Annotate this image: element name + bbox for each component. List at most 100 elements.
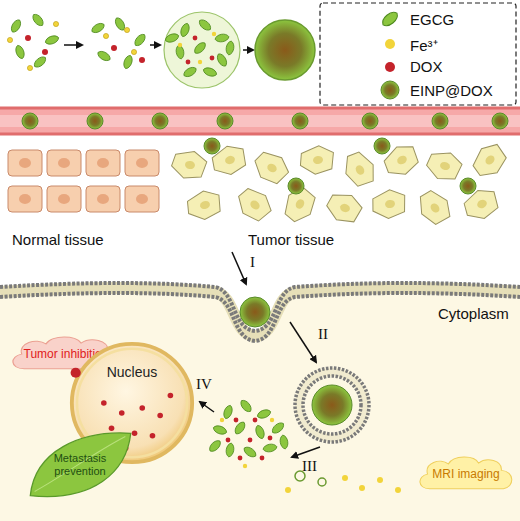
- legend-particle-sample: [381, 81, 399, 99]
- released-iron: [359, 485, 365, 491]
- blood-vessel: [0, 107, 520, 110]
- tumor-cells: [424, 148, 464, 184]
- tumor-cells: [467, 139, 511, 183]
- legend-leaf-sample: [380, 9, 400, 28]
- raw-components: [32, 55, 48, 70]
- released-iron: [318, 478, 326, 486]
- process-arrow: [150, 44, 160, 46]
- disassembled-particle: [207, 438, 222, 453]
- tumor-cells: [232, 183, 276, 226]
- raw-components: [7, 12, 59, 70]
- step-number: III: [302, 458, 317, 475]
- assembling-components: [139, 57, 145, 63]
- raw-components: [44, 34, 60, 46]
- assembling-components: [124, 27, 129, 32]
- legend-text: EGCG: [410, 11, 454, 28]
- tumor-cells: [460, 178, 476, 194]
- blood-vessel: [362, 113, 378, 129]
- disassembled-particle: [256, 408, 272, 420]
- assembled-sphere: [202, 66, 218, 78]
- assembled-sphere: [215, 52, 228, 68]
- endosome: [295, 368, 369, 442]
- disassembled-particle: [260, 456, 265, 461]
- step-number: IV: [196, 376, 212, 393]
- endosome: [303, 376, 361, 434]
- tumor-cells: [204, 138, 220, 154]
- legend-particle-sample: [381, 81, 399, 99]
- cell-membrane: [0, 283, 520, 341]
- leaf-shape: Metastasis prevention: [26, 428, 134, 502]
- disassembled-particle: [243, 464, 247, 468]
- blood-vessel: [152, 113, 168, 129]
- step-arrow: [200, 402, 214, 412]
- endocytosed-particle: [240, 297, 270, 327]
- normal-cells: [86, 150, 120, 176]
- raw-components: [25, 35, 31, 41]
- legend-swatch: [385, 62, 395, 72]
- node-text: MRI imaging: [432, 468, 499, 482]
- assembled-sphere: [164, 12, 240, 88]
- legend-swatch: [385, 39, 395, 49]
- cytoplasm: [0, 288, 520, 521]
- endocytosed-particle: [240, 297, 270, 327]
- step-arrow: [232, 252, 246, 284]
- assembled-sphere: [212, 32, 216, 36]
- blood-vessel: [0, 133, 520, 136]
- blood-vessel: [22, 113, 38, 129]
- released-iron: [285, 487, 291, 493]
- disassembled-particle: [234, 418, 239, 423]
- legend-text: EINP@DOX: [410, 82, 493, 99]
- disassembled-particle: [270, 421, 286, 436]
- endosome: [312, 385, 352, 425]
- raw-components: [53, 21, 58, 26]
- effect-cloud: MRI imaging: [414, 452, 518, 498]
- blood-vessel: [432, 113, 448, 129]
- disassembled-particle: [220, 418, 224, 422]
- assembling-components: [90, 16, 147, 70]
- released-iron: [342, 475, 348, 481]
- raw-components: [7, 37, 12, 42]
- released-iron: [395, 487, 401, 493]
- released-iron: [285, 471, 401, 493]
- assembled-sphere: [178, 43, 182, 47]
- nanoparticle-large: [255, 20, 315, 80]
- cell-membrane: [0, 293, 520, 341]
- blood-vessel: [0, 108, 520, 134]
- assembled-sphere: [214, 33, 229, 43]
- assembling-components: [133, 32, 148, 48]
- node-text: Nucleus: [107, 364, 158, 380]
- tumor-cells: [170, 138, 511, 229]
- disassembled-particle: [248, 438, 253, 443]
- assembled-sphere: [182, 65, 198, 78]
- process-arrow: [243, 49, 253, 51]
- disassembled-particle: [239, 398, 254, 414]
- cell-membrane: [0, 283, 520, 331]
- assembling-components: [131, 49, 136, 54]
- assembled-sphere: [198, 60, 202, 64]
- step-number: II: [318, 326, 328, 343]
- normal-cells: [47, 186, 81, 212]
- normal-cells: [47, 150, 81, 176]
- tumor-cells: [299, 145, 335, 176]
- assembled-sphere: [210, 56, 215, 61]
- disassembled-particle: [254, 424, 266, 440]
- disassembled-particle: [262, 443, 277, 453]
- tumor-cells: [370, 187, 408, 220]
- assembling-components: [111, 45, 117, 51]
- disassembled-particle: [222, 404, 234, 420]
- tumor-cells: [184, 187, 224, 223]
- tumor-cells: [323, 189, 365, 227]
- disassembled-particle: [253, 418, 258, 423]
- assembled-sphere: [197, 18, 213, 33]
- blood-vessel: [87, 113, 103, 129]
- disassembled-particle: [242, 445, 258, 459]
- normal-cells: [86, 186, 120, 212]
- raw-components: [9, 18, 22, 34]
- disassembled-particle: [233, 420, 247, 436]
- nanoparticle-large: [255, 20, 315, 80]
- assembling-components: [96, 49, 112, 62]
- region-label: Normal tissue: [12, 231, 104, 248]
- disassembled-particle: [270, 418, 274, 422]
- assembling-components: [122, 54, 134, 70]
